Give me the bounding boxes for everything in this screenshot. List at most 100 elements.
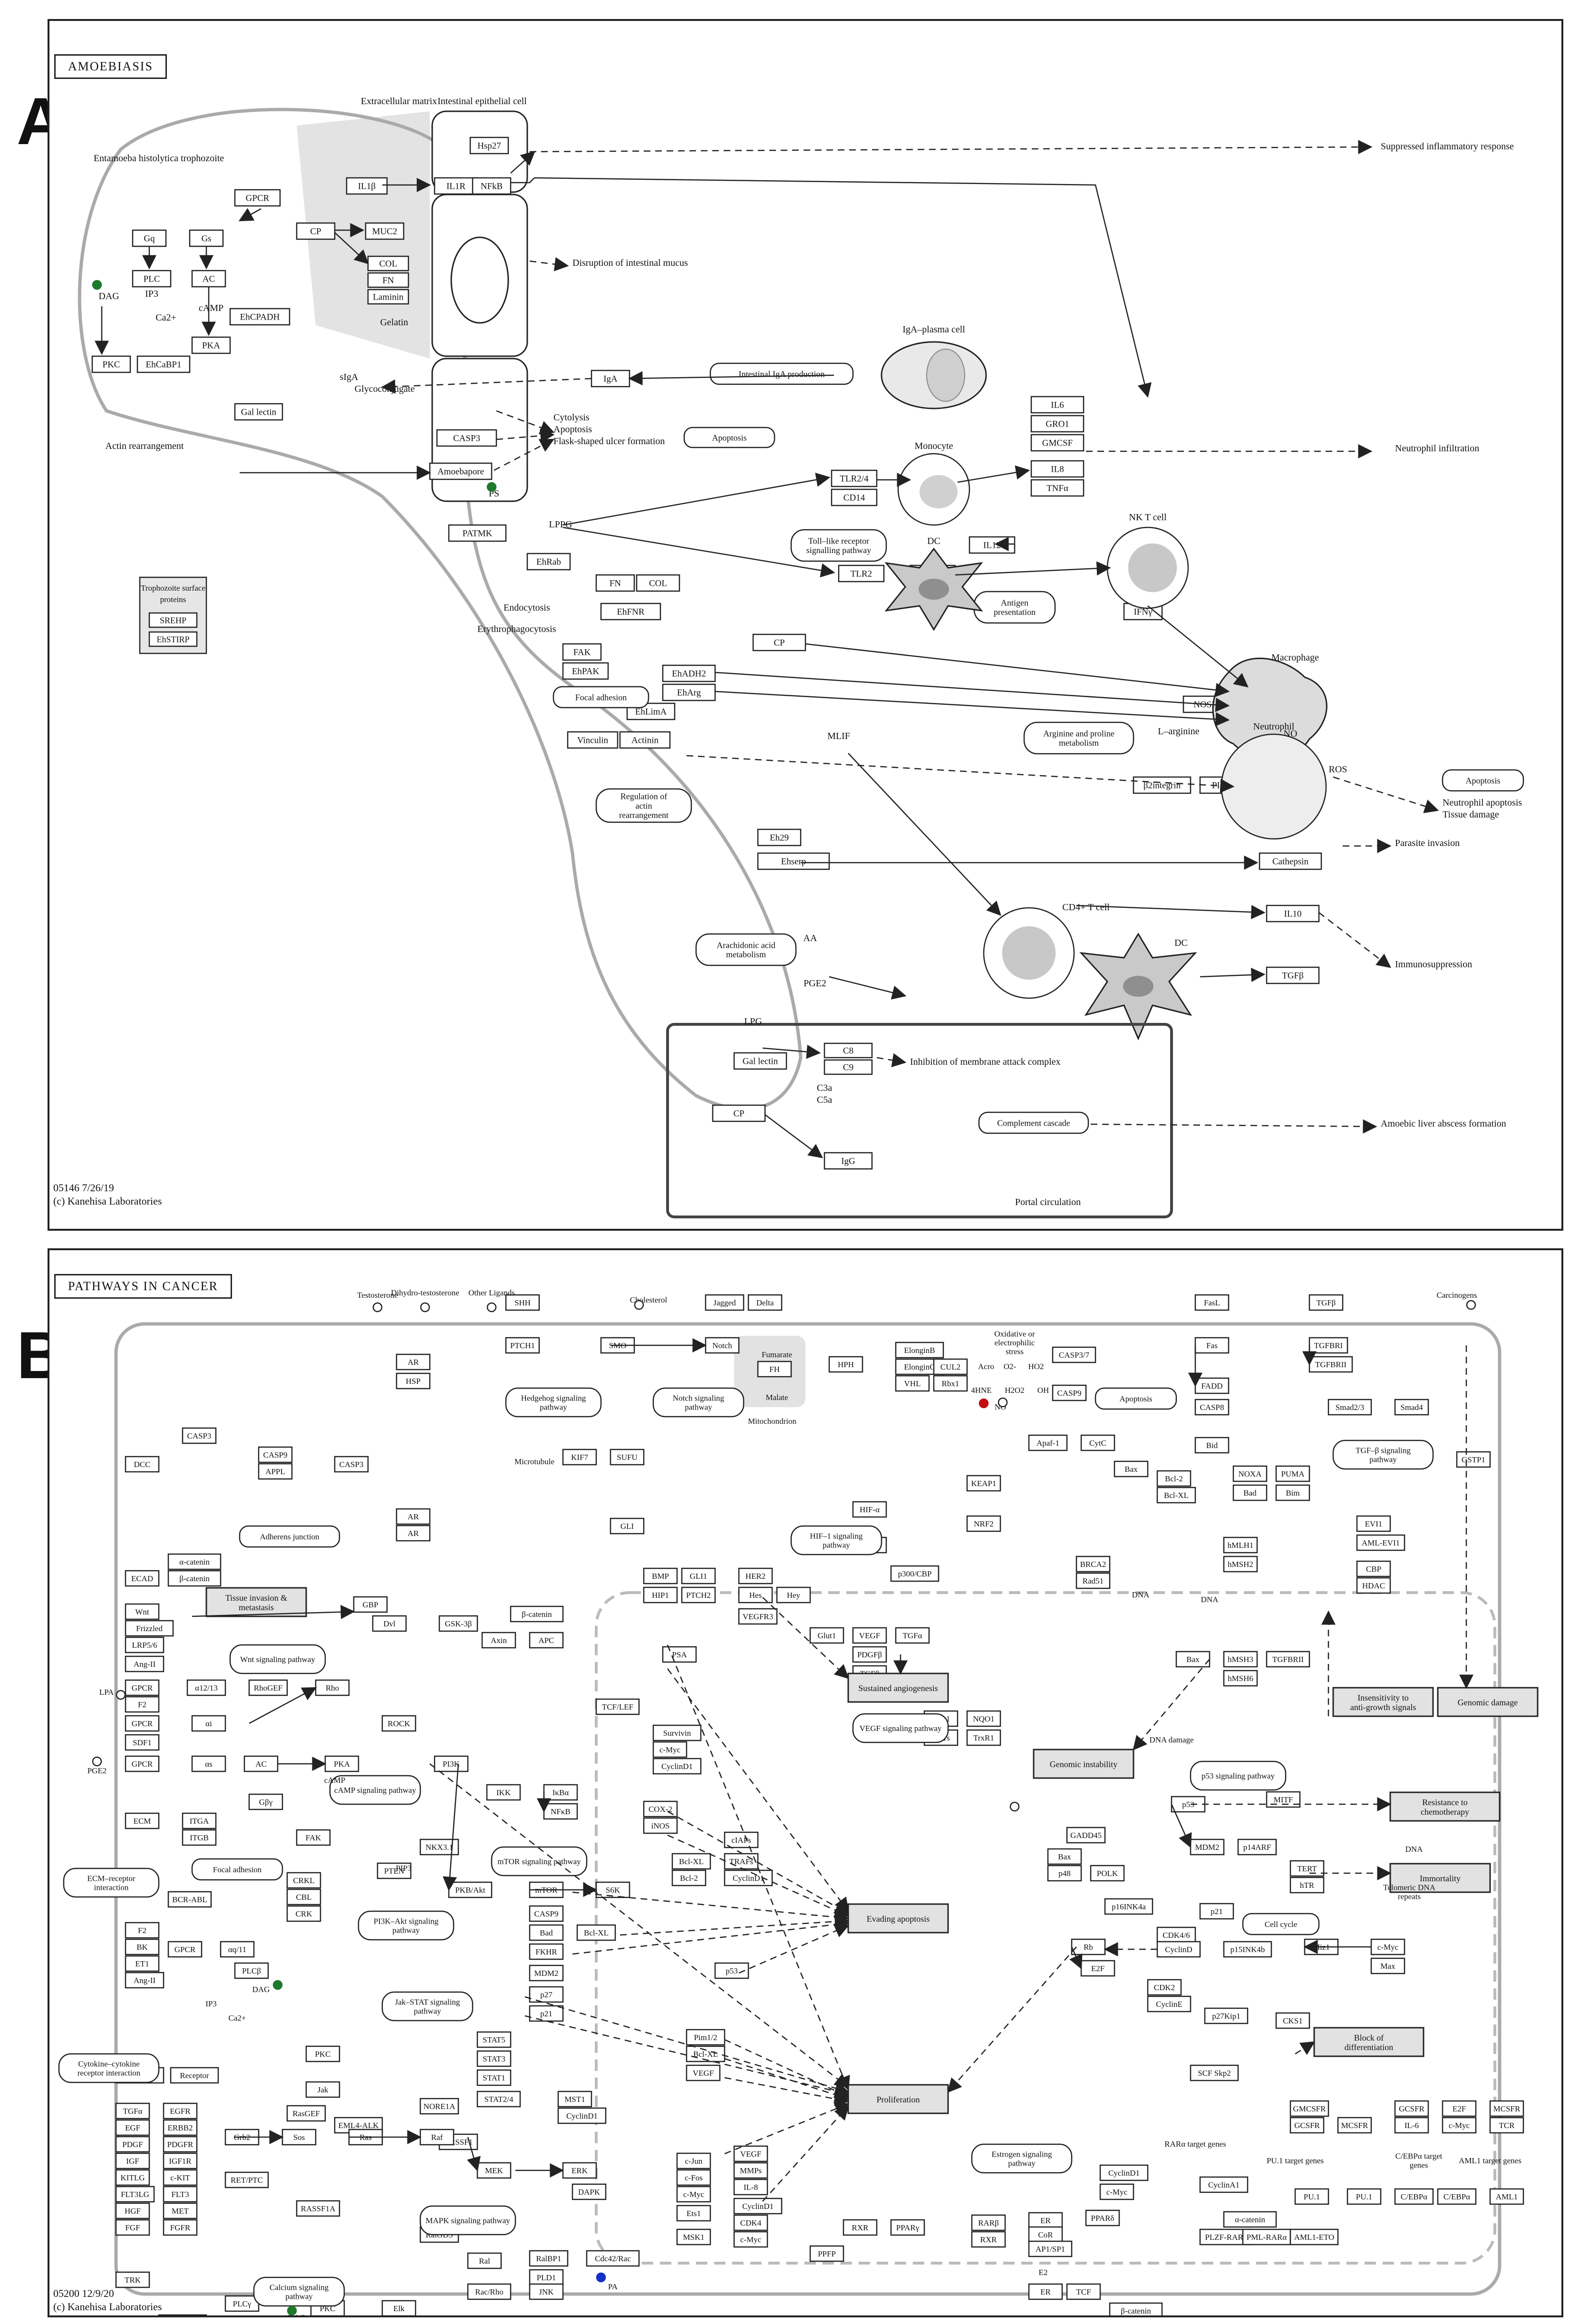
- amoebiasis-footer: 05146 7/26/19 (c) Kanehisa Laboratories: [53, 1182, 162, 1207]
- gene-cyclind1: [652, 1758, 702, 1775]
- gene-vinculin-label: Vinculin: [577, 736, 609, 746]
- gene-bclxl2: [671, 1853, 711, 1870]
- gene-flt3: [163, 2186, 198, 2203]
- gene-ac: [191, 270, 226, 288]
- gene-p15-label: p15INK4b: [1230, 1945, 1265, 1954]
- label-lppg: LPPG: [549, 519, 572, 530]
- gene-eh29: [757, 828, 802, 846]
- gene-igg-label: IgG: [841, 1157, 855, 1167]
- gene-amoebapore-label: Amoebapore: [437, 467, 484, 477]
- edge-a-5: [628, 371, 834, 386]
- gene-acat2: [1223, 2211, 1277, 2228]
- gene-tcr: [1489, 2117, 1524, 2134]
- edge-a-18: [805, 643, 1230, 697]
- gene-wnt: [125, 1603, 160, 1620]
- gene-p48-label: p48: [1058, 1869, 1071, 1878]
- pathway-cellcyc: [1242, 1913, 1320, 1935]
- gene-lrp56-label: LRP5/6: [132, 1641, 157, 1650]
- gene-notch-label: Notch: [712, 1341, 732, 1350]
- gene-cmyc3-label: c-Myc: [683, 2190, 705, 2199]
- gene-il6-label: IL-6: [1405, 2121, 1419, 2130]
- gene-ai-label: αi: [205, 1719, 212, 1728]
- label-inhib: Inhibition of membrane attack complex: [910, 1057, 1061, 1067]
- gene-bmp-label: BMP: [652, 1572, 669, 1581]
- gene-msk1: [676, 2228, 711, 2246]
- gene-il10-label: IL10: [1284, 909, 1302, 919]
- gene-actinin: [619, 731, 671, 749]
- gene-stat1-label: STAT1: [483, 2073, 505, 2082]
- gene-sdf1-label: SDF1: [133, 1738, 152, 1747]
- gene-pppf-label: PPFP: [818, 2249, 836, 2258]
- gene-ecm-label: ECM: [134, 1817, 151, 1826]
- gene-egfr: [163, 2102, 198, 2120]
- outcome-immort: [1389, 1863, 1491, 1893]
- cancer-title: PATHWAYS IN CANCER: [54, 1274, 232, 1299]
- gene-il8-label: IL8: [1051, 465, 1064, 475]
- gene-mmps-label: MMPs: [740, 2166, 762, 2175]
- gene-cdk2: [1147, 1979, 1182, 1996]
- gene-tcflef: [595, 1698, 640, 1715]
- gene-keap1: [966, 1475, 1001, 1492]
- label-aa: AA: [804, 933, 817, 943]
- pathway-mtorpw: [491, 1846, 588, 1877]
- pathway-calc: [253, 2276, 345, 2307]
- gene-her2-label: HER2: [746, 1572, 766, 1581]
- gene-gpcr1: [125, 1679, 160, 1696]
- gene-cmyc2-label: c-Myc: [1377, 1943, 1399, 1952]
- gene-tert-label: TERT: [1297, 1864, 1317, 1873]
- gene-pu1: [1294, 2188, 1329, 2205]
- edge-b-solid-14: [443, 1763, 459, 1891]
- gene-sufu-label: SUFU: [617, 1453, 637, 1462]
- cancer-footer: 05200 12/9/20 (c) Kanehisa Laboratories: [53, 2287, 162, 2313]
- gene-fn: [367, 272, 409, 288]
- ligand-dot-0: [372, 1302, 383, 1313]
- gene-bax3: [1047, 1848, 1082, 1865]
- gene-lrp56: [125, 1636, 165, 1653]
- gene-mst1-label: MST1: [564, 2095, 585, 2104]
- gene-rbx1: [933, 1375, 968, 1392]
- gene-elongb: [895, 1342, 944, 1359]
- gene-tgfa2-label: TGFα: [123, 2107, 142, 2116]
- gene-col-label: COL: [379, 259, 397, 269]
- label-lpg: LPG: [744, 1016, 762, 1027]
- gene-gq-label: Gq: [144, 234, 155, 244]
- label-pu1t: PU.1 target genes: [1267, 2156, 1324, 2165]
- ros-label: ROS: [1329, 764, 1347, 775]
- gene-apaf1: [1028, 1434, 1068, 1451]
- gene-sufu: [610, 1449, 645, 1466]
- gene-ar3-label: AR: [407, 1529, 419, 1538]
- outcome-evading: [847, 1903, 949, 1934]
- label-carc: Carcinogens: [1437, 1291, 1477, 1300]
- gene-cathepsin: [1259, 852, 1322, 870]
- gene-rxr2-label: RXR: [980, 2235, 998, 2244]
- gene-bcrabl-label: BCR-ABL: [172, 1895, 207, 1904]
- gene-glut1: [809, 1627, 844, 1644]
- gene-amlevi-label: AML-EVI1: [1362, 1538, 1400, 1547]
- gene-e2f-label: E2F: [1091, 1964, 1104, 1973]
- gene-cp3-label: CP: [733, 1109, 744, 1119]
- gene-noxa: [1232, 1465, 1268, 1482]
- ligand-dot-1: [420, 1302, 430, 1313]
- label-dnad: DNA damage: [1149, 1735, 1193, 1744]
- gene-bcl2b-label: Bcl-2: [680, 1874, 698, 1883]
- gene-fgfr: [163, 2219, 198, 2236]
- gene-tgfbr1: [1308, 1337, 1348, 1354]
- pathway-apopt-label: Apoptosis: [1120, 1394, 1153, 1403]
- gene-sos-label: Sos: [293, 2133, 305, 2142]
- gene-ang2-label: Ang-II: [134, 1660, 156, 1669]
- gene-hph: [828, 1356, 863, 1373]
- label-siga: sIgA: [340, 372, 358, 382]
- gene-iga-label: IgA: [603, 374, 618, 384]
- iga-cell-label: IgA–plasma cell: [902, 324, 965, 335]
- gene-mcsfr2: [1489, 2100, 1524, 2117]
- gene-noreia-label: NORE1A: [423, 2102, 455, 2111]
- outcome-immort-label: Immortality: [1420, 1874, 1461, 1883]
- gene-gallectin2-label: Gal lectin: [743, 1057, 778, 1067]
- gene-il10: [1266, 904, 1320, 923]
